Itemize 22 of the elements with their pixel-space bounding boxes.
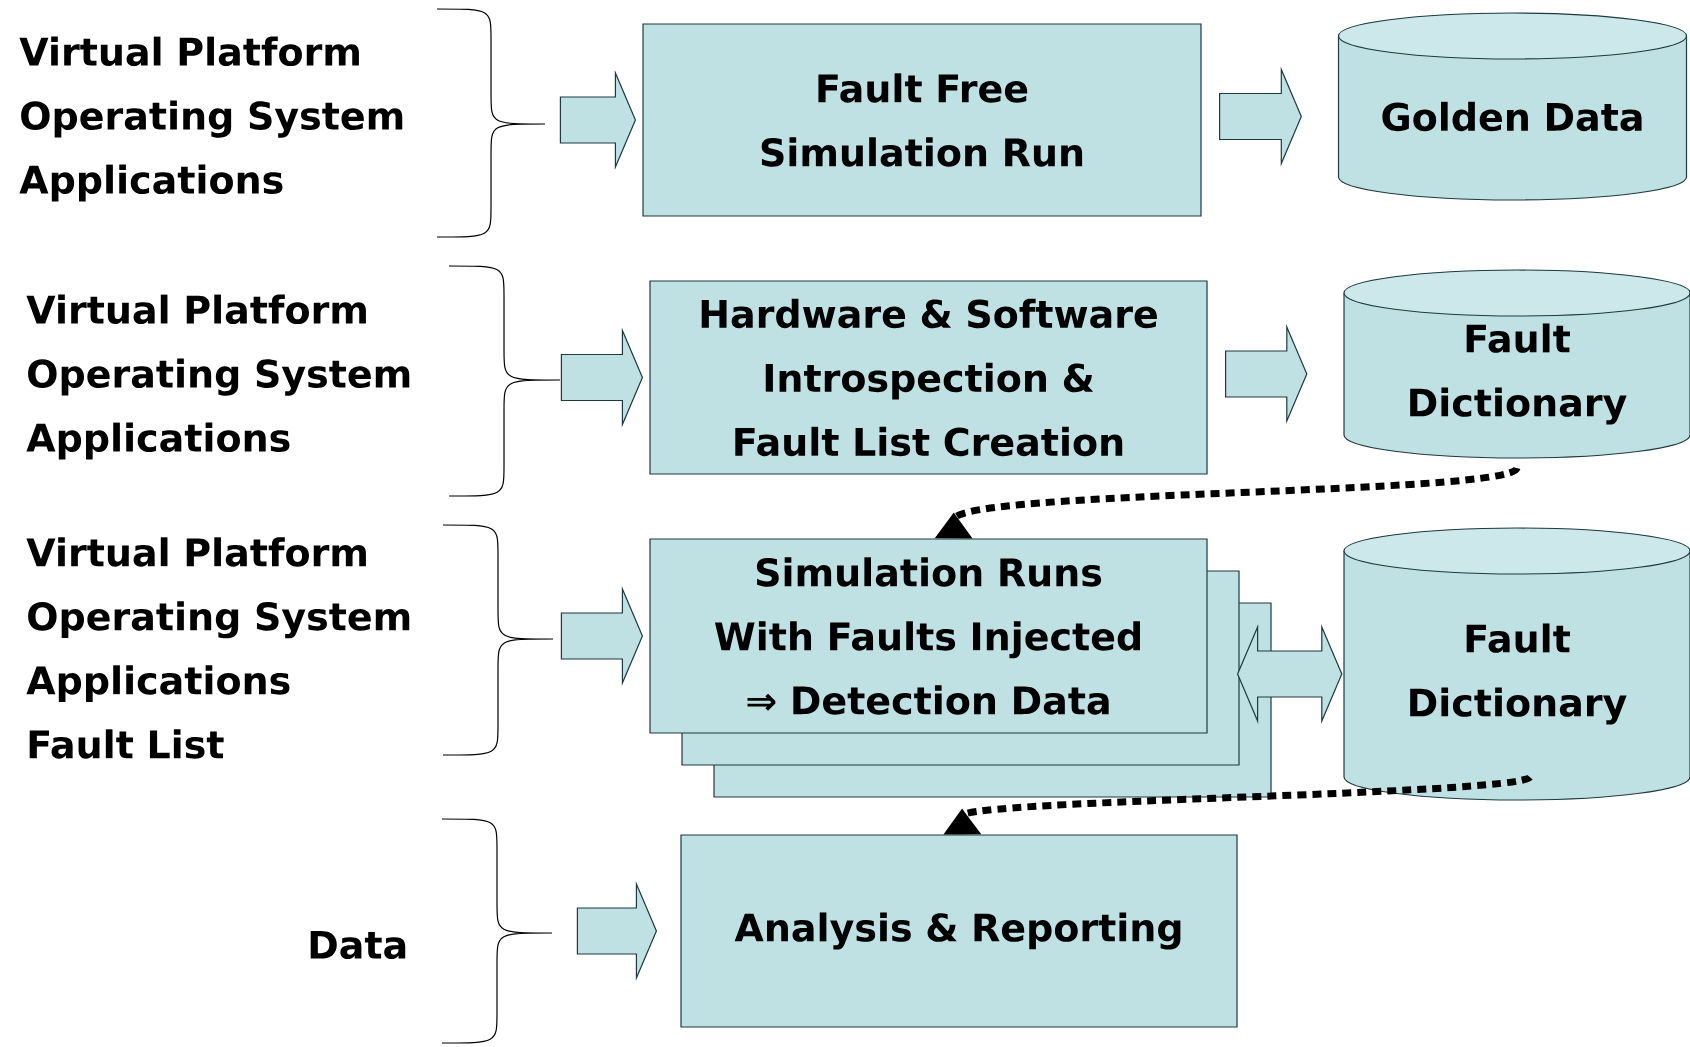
node-label: Simulation Runs [756, 557, 1102, 587]
process-box: Hardware & Software Introspection & Fault List Creation [649, 280, 1208, 475]
label-text: Virtual Platform Operating System Applications Fault List [26, 537, 410, 759]
node-label: Fault List [29, 729, 224, 759]
process-box: Fault Free Simulation Run [642, 23, 1202, 217]
block-arrow [1219, 66, 1302, 167]
node-label: Operating System [28, 601, 410, 639]
node-label: Virtual Platform [26, 537, 366, 567]
database-cylinder: Fault Dictionary [1343, 269, 1690, 459]
label-text: Data [310, 930, 406, 960]
label-text: Virtual Platform Operating System Applications [19, 36, 403, 202]
block-arrow [560, 327, 644, 428]
process-box: Simulation Runs With Faults Injected ⇒ Detection Data [649, 538, 1272, 798]
node-label: Applications [26, 665, 290, 703]
database-cylinder: Fault Dictionary [1343, 527, 1690, 801]
process-box: Analysis & Reporting [680, 834, 1238, 1028]
label-text: Virtual Platform Operating System Applications [26, 294, 410, 460]
block-arrow [1225, 324, 1308, 424]
block-arrow [559, 70, 637, 170]
block-arrow [560, 586, 644, 686]
block-arrow [576, 881, 658, 981]
database-cylinder: Golden Data [1337, 12, 1688, 201]
